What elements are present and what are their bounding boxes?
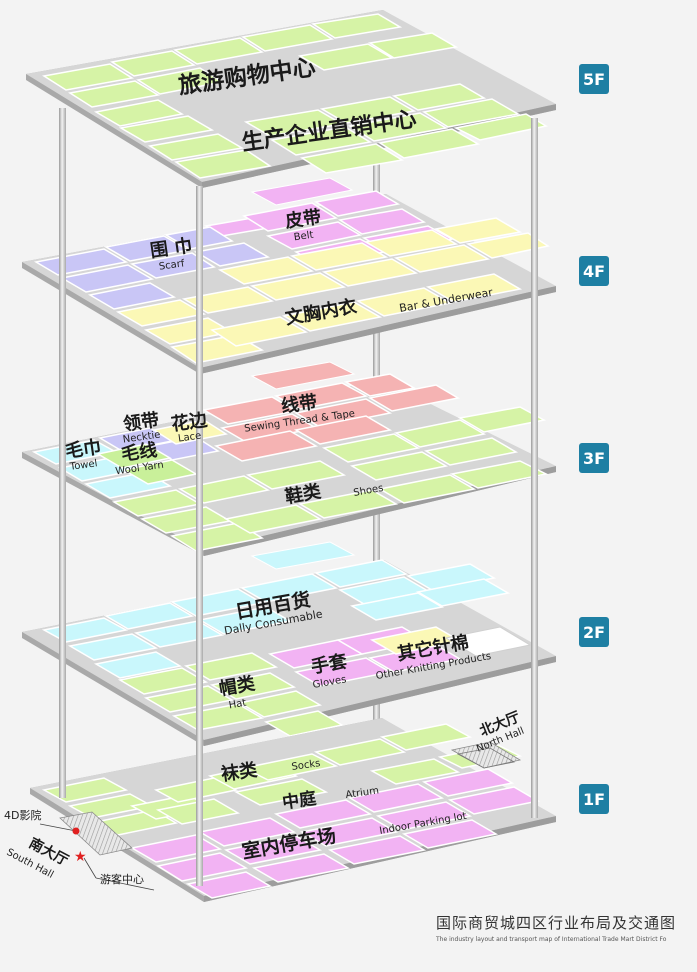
zone-label-zh: 袜类	[220, 759, 260, 786]
floor-5f	[26, 10, 556, 188]
zone-label-en: Lace	[177, 430, 202, 444]
visitor-center-label: 游客中心	[100, 872, 144, 886]
floor-badge-box	[579, 784, 609, 814]
visitor-center-callout: ★ 游客中心	[74, 849, 155, 891]
zone-label-en: Shoes	[353, 483, 385, 499]
floor-1f	[30, 718, 556, 902]
floor-badge-label: 2F	[583, 623, 605, 642]
floor-2f	[22, 541, 556, 746]
cinema-label: 4D影院	[4, 808, 41, 822]
floor-badge-3f: 3F	[579, 443, 609, 473]
zone-label-en: Towel	[68, 458, 98, 473]
zone-label-zh: 线带	[280, 391, 319, 418]
zone-label-en: Atrium	[345, 785, 380, 801]
footer-title: 国际商贸城四区行业布局及交通图	[436, 914, 677, 932]
cinema-marker-icon	[72, 827, 80, 835]
floor-badge-box	[579, 256, 609, 286]
floor-3f	[22, 361, 556, 556]
floor-badge-4f: 4F	[579, 256, 609, 286]
floor-badge-1f: 1F	[579, 784, 609, 814]
floor-badge-label: 1F	[583, 790, 605, 809]
zone-label-zh: 花边	[170, 409, 210, 436]
front-pillars	[59, 108, 538, 886]
zone-label-en: Hat	[228, 698, 247, 712]
floor-badge-box	[579, 617, 609, 647]
zone-label-zh: 中庭	[281, 788, 318, 814]
floor-badge-5f: 5F	[579, 64, 609, 94]
zone-label-en: Scarf	[158, 258, 185, 273]
cinema-callout: 4D影院	[4, 808, 80, 835]
zone-label-en: Socks	[291, 758, 321, 773]
floor-badge-box	[579, 443, 609, 473]
floor-4f	[22, 177, 556, 374]
zone-label-en: Necktie	[122, 429, 161, 445]
floor-badge-label: 3F	[583, 449, 605, 468]
zone-label-zh: 皮带	[284, 206, 323, 233]
zone-label-zh: 毛巾	[64, 436, 103, 463]
floor-badge-2f: 2F	[579, 617, 609, 647]
floor-badge-label: 5F	[583, 70, 605, 89]
footer-caption: 国际商贸城四区行业布局及交通图 The industry layout and …	[436, 912, 676, 943]
zone-label-zh: 毛线	[120, 439, 159, 466]
footer-subtitle: The industry layout and transport map of…	[436, 936, 667, 943]
floor-badge-label: 4F	[583, 262, 605, 281]
south-hall-callout: 南大厅 South Hall	[5, 835, 72, 881]
floor-badge-box	[579, 64, 609, 94]
zone-label-en: Belt	[293, 230, 314, 244]
visitor-star-icon: ★	[74, 849, 87, 865]
zone-label-zh: 领带	[122, 409, 161, 436]
